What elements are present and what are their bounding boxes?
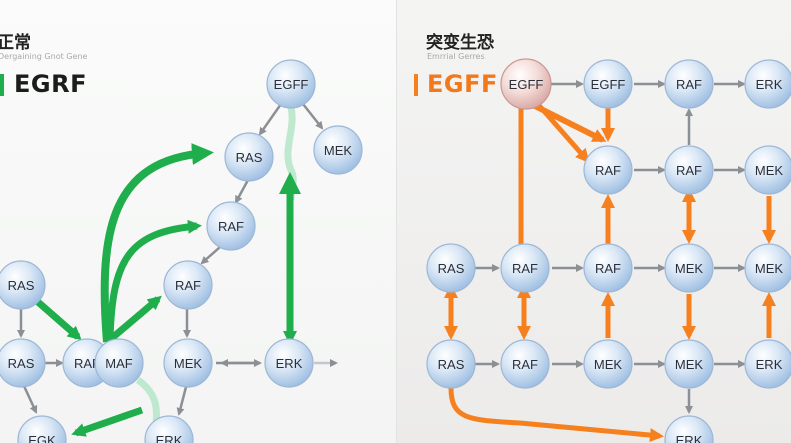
edge-green-raf-raf bbox=[106, 219, 202, 341]
node-mek: MEK bbox=[744, 145, 791, 195]
node-label: MEK bbox=[174, 356, 203, 371]
node-label: RAF bbox=[676, 77, 702, 92]
edge-ras-egk bbox=[22, 385, 38, 414]
node-label: ERK bbox=[276, 356, 303, 371]
node-mek: MEK bbox=[664, 339, 714, 389]
edge-maf-erk-light bbox=[135, 377, 160, 426]
node-ras: RAS bbox=[224, 132, 274, 182]
edge-raf-raf bbox=[200, 246, 221, 265]
edge-egff-mek bbox=[302, 103, 324, 130]
node-label: ERK bbox=[756, 77, 783, 92]
node-ras: RAS bbox=[0, 338, 46, 388]
node-erk: ERK bbox=[744, 59, 791, 109]
node-label: RAS bbox=[438, 357, 465, 372]
edge-r-ras2-erk3 bbox=[448, 387, 664, 443]
node-raf: RAF bbox=[500, 243, 550, 293]
mutant-heading: EGFF bbox=[427, 70, 498, 98]
node-mek: MEK bbox=[664, 243, 714, 293]
edge-green-erk-egk bbox=[71, 406, 144, 437]
mutant-edges bbox=[444, 80, 776, 443]
edge-mek-erk2 bbox=[176, 386, 188, 416]
normal-accent-bar bbox=[0, 74, 4, 96]
node-ras: RAS bbox=[0, 260, 46, 310]
node-label: MEK bbox=[755, 163, 784, 178]
normal-heading: EGRF bbox=[14, 70, 87, 98]
node-erk: ERK bbox=[264, 338, 314, 388]
node-label: MAF bbox=[105, 356, 133, 371]
node-mek: MEK bbox=[313, 125, 363, 175]
normal-edges bbox=[17, 103, 338, 437]
node-label: RAF bbox=[676, 163, 702, 178]
node-mek: MEK bbox=[583, 339, 633, 389]
node-label: RAF bbox=[595, 261, 621, 276]
node-label: EGFF bbox=[274, 77, 309, 92]
node-maf: MAF bbox=[94, 338, 144, 388]
node-label: EGFF bbox=[591, 77, 626, 92]
node-label: RAF bbox=[512, 357, 538, 372]
edge-r-egff-raf2-b bbox=[534, 100, 590, 164]
node-erk: ERK bbox=[664, 415, 714, 443]
node-label: MEK bbox=[324, 143, 353, 158]
node-label: RAF bbox=[595, 163, 621, 178]
node-egff-mutant: EGFF bbox=[500, 58, 552, 110]
node-raf: RAF bbox=[206, 201, 256, 251]
node-ras: RAS bbox=[426, 339, 476, 389]
node-raf: RAF bbox=[583, 243, 633, 293]
node-label: RAF bbox=[175, 278, 201, 293]
node-label: MEK bbox=[675, 357, 704, 372]
node-egff: EGFF bbox=[266, 59, 316, 109]
node-label: MEK bbox=[755, 261, 784, 276]
normal-nodes: EGFF RAS MEK RAF RAF RAS bbox=[0, 59, 363, 443]
mutant-accent-bar bbox=[414, 74, 418, 96]
node-erk: ERK bbox=[744, 339, 791, 389]
node-egk: EGK bbox=[17, 415, 67, 443]
edge-green-raf-raf2 bbox=[109, 295, 162, 341]
mutant-title: 突变生恐 bbox=[426, 33, 494, 53]
node-label: RAF bbox=[74, 356, 100, 371]
edge-green-raf-ras bbox=[100, 143, 214, 343]
edge-green-ras-raf bbox=[35, 299, 82, 341]
node-raf: RAF bbox=[583, 145, 633, 195]
node-egff: EGFF bbox=[583, 59, 633, 109]
node-mek: MEK bbox=[163, 338, 213, 388]
node-label: RAS bbox=[236, 150, 263, 165]
node-raf: RAF bbox=[664, 59, 714, 109]
node-raf: RAF bbox=[163, 260, 213, 310]
node-mek: MEK bbox=[744, 243, 791, 293]
node-label: ERK bbox=[756, 357, 783, 372]
node-label: MEK bbox=[675, 261, 704, 276]
node-raf: RAF bbox=[664, 145, 714, 195]
normal-title: 正常 bbox=[0, 33, 31, 53]
node-label: RAS bbox=[8, 356, 35, 371]
normal-subtitle: Dergaining Gnot Gene bbox=[0, 52, 88, 61]
mutant-nodes: EGFF EGFF RAF ERK RAF RAF bbox=[426, 58, 791, 443]
node-label: RAF bbox=[218, 219, 244, 234]
mutant-subtitle: Emrrial Gerres bbox=[427, 52, 485, 61]
node-label: ERK bbox=[676, 433, 703, 443]
edge-ras-raf bbox=[234, 179, 250, 204]
node-label: EGK bbox=[28, 433, 56, 443]
node-label: MEK bbox=[594, 357, 623, 372]
node-label: RAF bbox=[512, 261, 538, 276]
node-label: RAS bbox=[8, 278, 35, 293]
edge-egff-ras bbox=[258, 103, 283, 136]
node-label: EGFF bbox=[509, 77, 544, 92]
node-raf: RAF bbox=[500, 339, 550, 389]
node-ras: RAS bbox=[426, 243, 476, 293]
node-erk: ERK bbox=[144, 415, 194, 443]
node-label: ERK bbox=[156, 433, 183, 443]
node-label: RAS bbox=[438, 261, 465, 276]
